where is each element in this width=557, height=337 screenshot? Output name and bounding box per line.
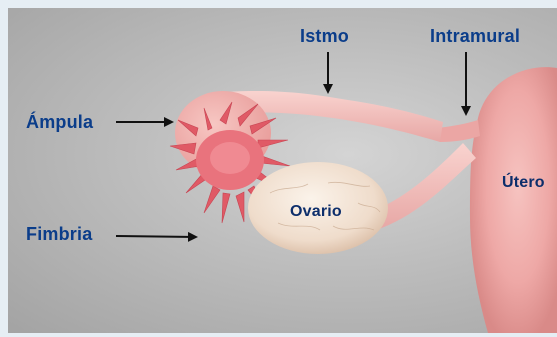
label-istmo: Istmo	[300, 26, 349, 47]
label-ampula: Ámpula	[26, 112, 93, 133]
label-utero: Útero	[502, 174, 545, 192]
reproductive-anatomy-svg	[8, 8, 557, 333]
anatomy-illustration: Istmo Intramural Ámpula Fimbria Ovario Ú…	[8, 8, 557, 333]
label-ovario: Ovario	[290, 203, 342, 221]
fimbria-arrow	[116, 236, 196, 237]
uterus-shape	[470, 67, 557, 333]
label-fimbria: Fimbria	[26, 224, 92, 245]
label-intramural: Intramural	[430, 26, 520, 47]
